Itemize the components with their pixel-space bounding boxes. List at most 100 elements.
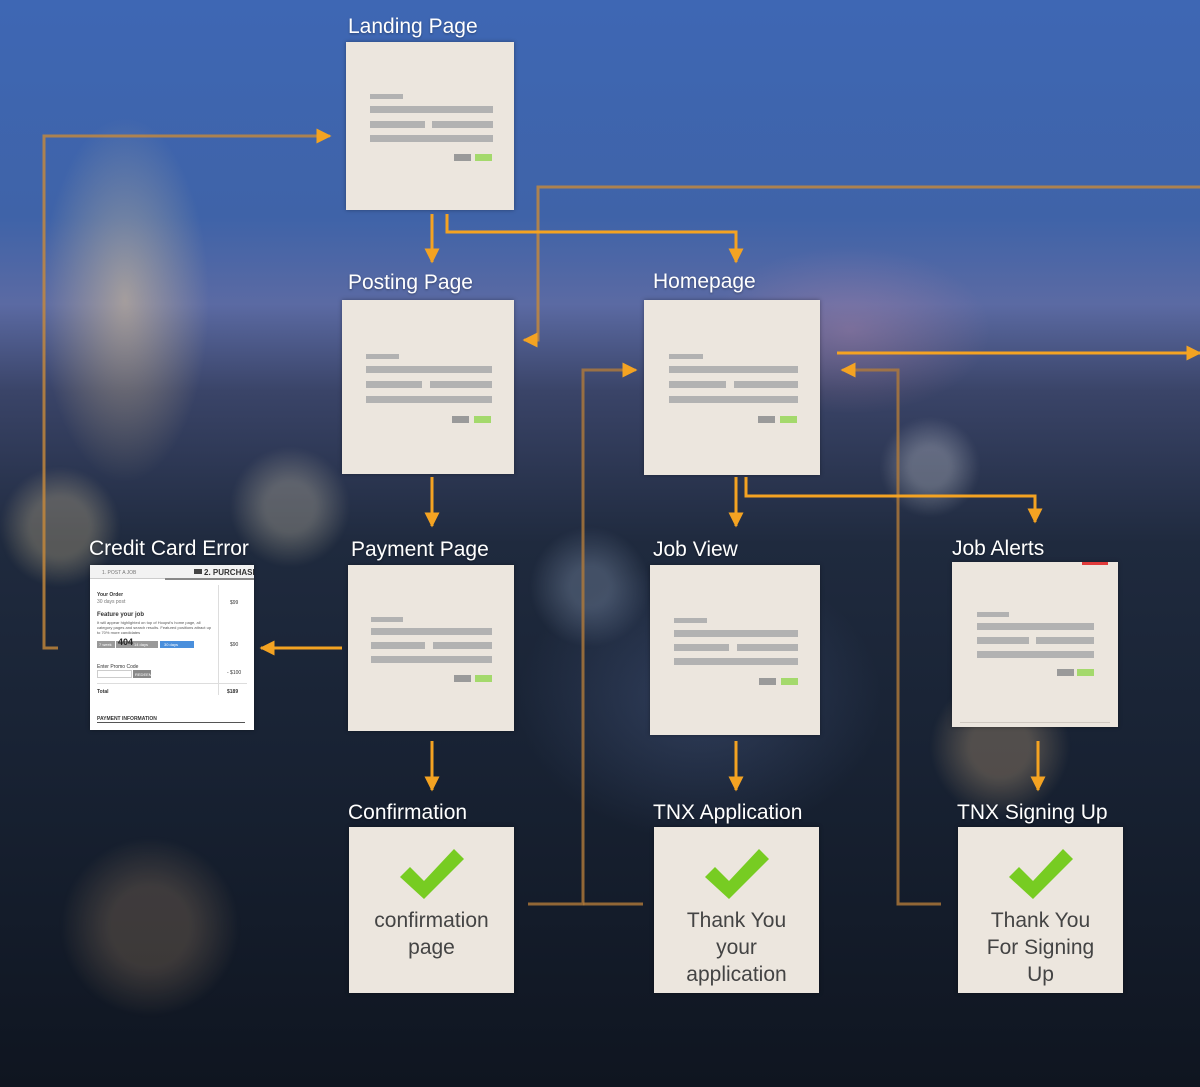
feature-text: It will appear highlighted on top of Hoo… <box>97 620 212 635</box>
step-progress <box>165 578 254 580</box>
confirmation-title: Confirmation <box>348 801 468 824</box>
wireframe-line <box>674 644 729 651</box>
tnx-signing-up-title: TNX Signing Up <box>957 801 1108 824</box>
wireframe-line <box>669 396 798 403</box>
job-alerts-card[interactable] <box>952 562 1118 727</box>
checkmark-icon <box>1008 849 1073 899</box>
wireframe-line <box>674 658 798 665</box>
checkmark-icon <box>399 849 464 899</box>
message-line: page <box>408 936 455 959</box>
posting-page-card[interactable] <box>342 300 514 474</box>
message-line: your <box>716 936 757 959</box>
wireframe-button <box>781 678 798 685</box>
message-line: confirmation <box>374 909 489 932</box>
wireframe-button <box>780 416 797 423</box>
wireframe-heading <box>371 617 403 622</box>
wireframe-line <box>432 121 493 128</box>
wireframe-button <box>454 675 471 682</box>
wireframe-heading <box>977 612 1009 617</box>
wireframe-line <box>669 366 798 373</box>
footer-divider <box>960 722 1110 723</box>
job-view-card[interactable] <box>650 565 820 735</box>
tnx-signing-up-card[interactable]: Thank You For Signing Up <box>958 827 1123 993</box>
option-1-button[interactable]: 7 week <box>97 641 115 648</box>
landing-page-card[interactable] <box>346 42 514 210</box>
wireframe-line <box>737 644 798 651</box>
total-value: $189 <box>227 689 239 695</box>
wireframe-line <box>371 642 425 649</box>
wireframe-line <box>370 135 493 142</box>
promo-discount: - $100 <box>227 670 242 676</box>
message-line: application <box>686 963 787 986</box>
wireframe-heading <box>366 354 399 359</box>
tnx-application-title: TNX Application <box>653 801 803 824</box>
connector-tnxsignup-to-homepage <box>840 362 941 906</box>
total-label: Total <box>97 689 109 695</box>
wireframe-button <box>475 675 492 682</box>
connector-right-to-posting <box>522 185 1200 348</box>
wireframe-line <box>433 642 492 649</box>
alert-badge <box>1082 562 1108 565</box>
job-view-title: Job View <box>653 538 738 561</box>
homepage-title: Homepage <box>653 270 756 293</box>
promo-redeem-button[interactable]: REDEEM <box>133 670 153 678</box>
message-line: Thank You <box>990 909 1091 932</box>
confirmation-message: confirmation page <box>349 907 514 961</box>
option-3-button[interactable]: 30 days <box>160 641 194 648</box>
credit-card-error-screenshot[interactable]: 1. POST A JOB 2. PURCHASE Your Order 30 … <box>90 565 254 730</box>
payment-page-card[interactable] <box>348 565 514 731</box>
promo-label: Enter Promo Code <box>97 664 139 670</box>
wireframe-button <box>758 416 775 423</box>
wireframe-line <box>1036 637 1094 644</box>
divider <box>97 722 245 723</box>
promo-input[interactable] <box>97 670 132 678</box>
order-line: 30 days post <box>97 599 126 605</box>
wireframe-line <box>669 381 726 388</box>
wireframe-line <box>366 366 492 373</box>
wireframe-line <box>370 121 425 128</box>
tnx-signing-up-message: Thank You For Signing Up <box>958 907 1123 988</box>
option-2-button[interactable]: 14 days <box>116 641 158 648</box>
wireframe-heading <box>669 354 703 359</box>
wireframe-line <box>430 381 492 388</box>
homepage-card[interactable] <box>644 300 820 475</box>
wireframe-line <box>977 623 1094 630</box>
wireframe-line <box>734 381 798 388</box>
wireframe-line <box>674 630 798 637</box>
wireframe-heading <box>674 618 707 623</box>
wireframe-line <box>366 396 492 403</box>
divider <box>218 585 219 695</box>
connector-confirmation-to-homepage <box>528 362 638 906</box>
wireframe-line <box>977 637 1029 644</box>
feature-heading: Feature your job <box>97 612 145 618</box>
payment-page-title: Payment Page <box>351 538 489 561</box>
posting-page-title: Posting Page <box>348 271 473 294</box>
arrow-homepage-to-jobalerts <box>744 477 1043 524</box>
wireframe-heading <box>370 94 403 99</box>
tnx-application-card[interactable]: Thank You your application <box>654 827 819 993</box>
confirmation-card[interactable]: confirmation page <box>349 827 514 993</box>
error-code: 404 <box>118 637 134 647</box>
card-icon <box>194 569 202 574</box>
wireframe-button <box>1057 669 1074 676</box>
arrow-landing-to-homepage <box>445 214 744 264</box>
job-alerts-title: Job Alerts <box>952 537 1045 560</box>
order-heading: Your Order <box>97 592 124 598</box>
step-2-label: 2. PURCHASE <box>204 568 254 577</box>
wireframe-button <box>1077 669 1094 676</box>
wireframe-button <box>475 154 492 161</box>
checkmark-icon <box>704 849 769 899</box>
tnx-application-message: Thank You your application <box>654 907 819 988</box>
wireframe-button <box>452 416 469 423</box>
feature-price: $90 <box>230 642 239 648</box>
credit-card-error-title: Credit Card Error <box>89 537 249 560</box>
wireframe-button <box>474 416 491 423</box>
step-1-label: 1. POST A JOB <box>102 570 137 576</box>
wireframe-line <box>977 651 1094 658</box>
connector-error-to-landing <box>42 128 332 650</box>
divider <box>97 683 247 684</box>
message-line: Thank You <box>686 909 787 932</box>
wireframe-button <box>759 678 776 685</box>
wireframe-button <box>454 154 471 161</box>
